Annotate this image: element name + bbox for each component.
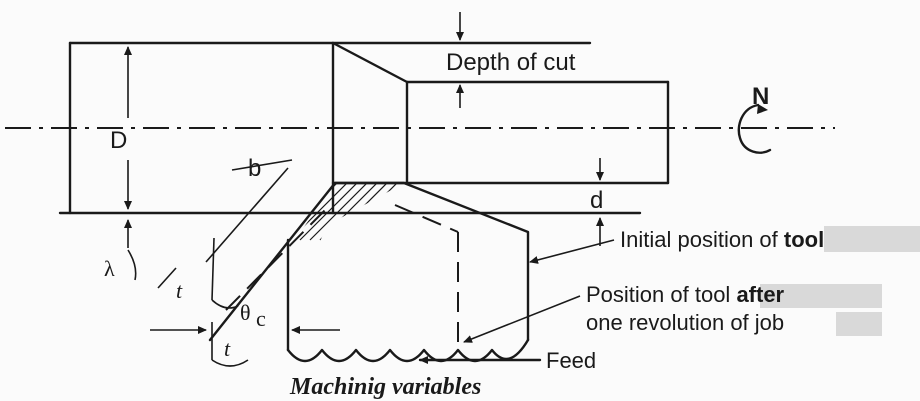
dashed-edge-left	[225, 204, 331, 311]
b-extension-left	[231, 159, 293, 171]
label-b: b	[248, 155, 261, 182]
t-dimension-lower: t	[150, 322, 340, 367]
lambda-arc	[127, 249, 137, 281]
label-theta-sub: c	[256, 306, 266, 331]
after-revolution-leader	[463, 295, 581, 343]
after-highlight	[760, 284, 882, 308]
theta-c-angle: θ c	[211, 299, 266, 331]
t-dimension-upper: t	[157, 237, 215, 303]
depth-of-cut-dimension: Depth of cut	[446, 12, 576, 108]
lambda-angle: λ	[104, 219, 137, 281]
cutting-tool	[208, 181, 530, 363]
workpiece	[58, 41, 670, 215]
tool-outline	[208, 181, 530, 342]
job-highlight	[836, 312, 882, 336]
t1-extension	[211, 237, 215, 301]
label-t-upper: t	[176, 278, 183, 303]
t1-tick	[157, 267, 177, 289]
t2-wave	[211, 359, 249, 367]
after-revolution-line1: Position of tool after	[586, 282, 785, 307]
b-extension-lower	[205, 167, 289, 263]
theta-arc	[211, 299, 239, 309]
label-D: D	[110, 127, 127, 154]
label-d: d	[590, 187, 603, 214]
rotation-arc	[737, 103, 772, 154]
label-depth-of-cut: Depth of cut	[446, 49, 576, 76]
feed-marks-wavy	[286, 338, 530, 363]
label-feed: Feed	[546, 348, 596, 373]
initial-position-label: Initial position of tool	[529, 226, 920, 264]
label-lambda: λ	[104, 256, 115, 281]
label-t-lower: t	[224, 336, 231, 361]
initial-position-leader	[529, 239, 615, 264]
dashed-edge-right	[394, 204, 459, 233]
chamfer-top	[331, 41, 409, 84]
chip-hatching	[254, 183, 404, 241]
rotation-symbol: N	[737, 83, 772, 154]
tool-after-revolution	[225, 204, 459, 350]
initial-position-highlight	[824, 226, 920, 252]
label-theta: θ	[240, 300, 251, 325]
after-revolution-line2: one revolution of job	[586, 310, 784, 335]
b-dimension: b	[205, 155, 293, 263]
d-dimension: d	[590, 158, 604, 246]
after-revolution-label: Position of tool after one revolution of…	[463, 282, 882, 343]
rotation-arrowhead	[757, 104, 768, 114]
feed-indicator: Feed	[418, 348, 596, 373]
diameter-dimension: D	[110, 46, 132, 210]
initial-position-text: Initial position of tool	[620, 227, 824, 252]
label-N: N	[752, 83, 769, 110]
figure-caption: Machinig variables	[289, 374, 481, 400]
